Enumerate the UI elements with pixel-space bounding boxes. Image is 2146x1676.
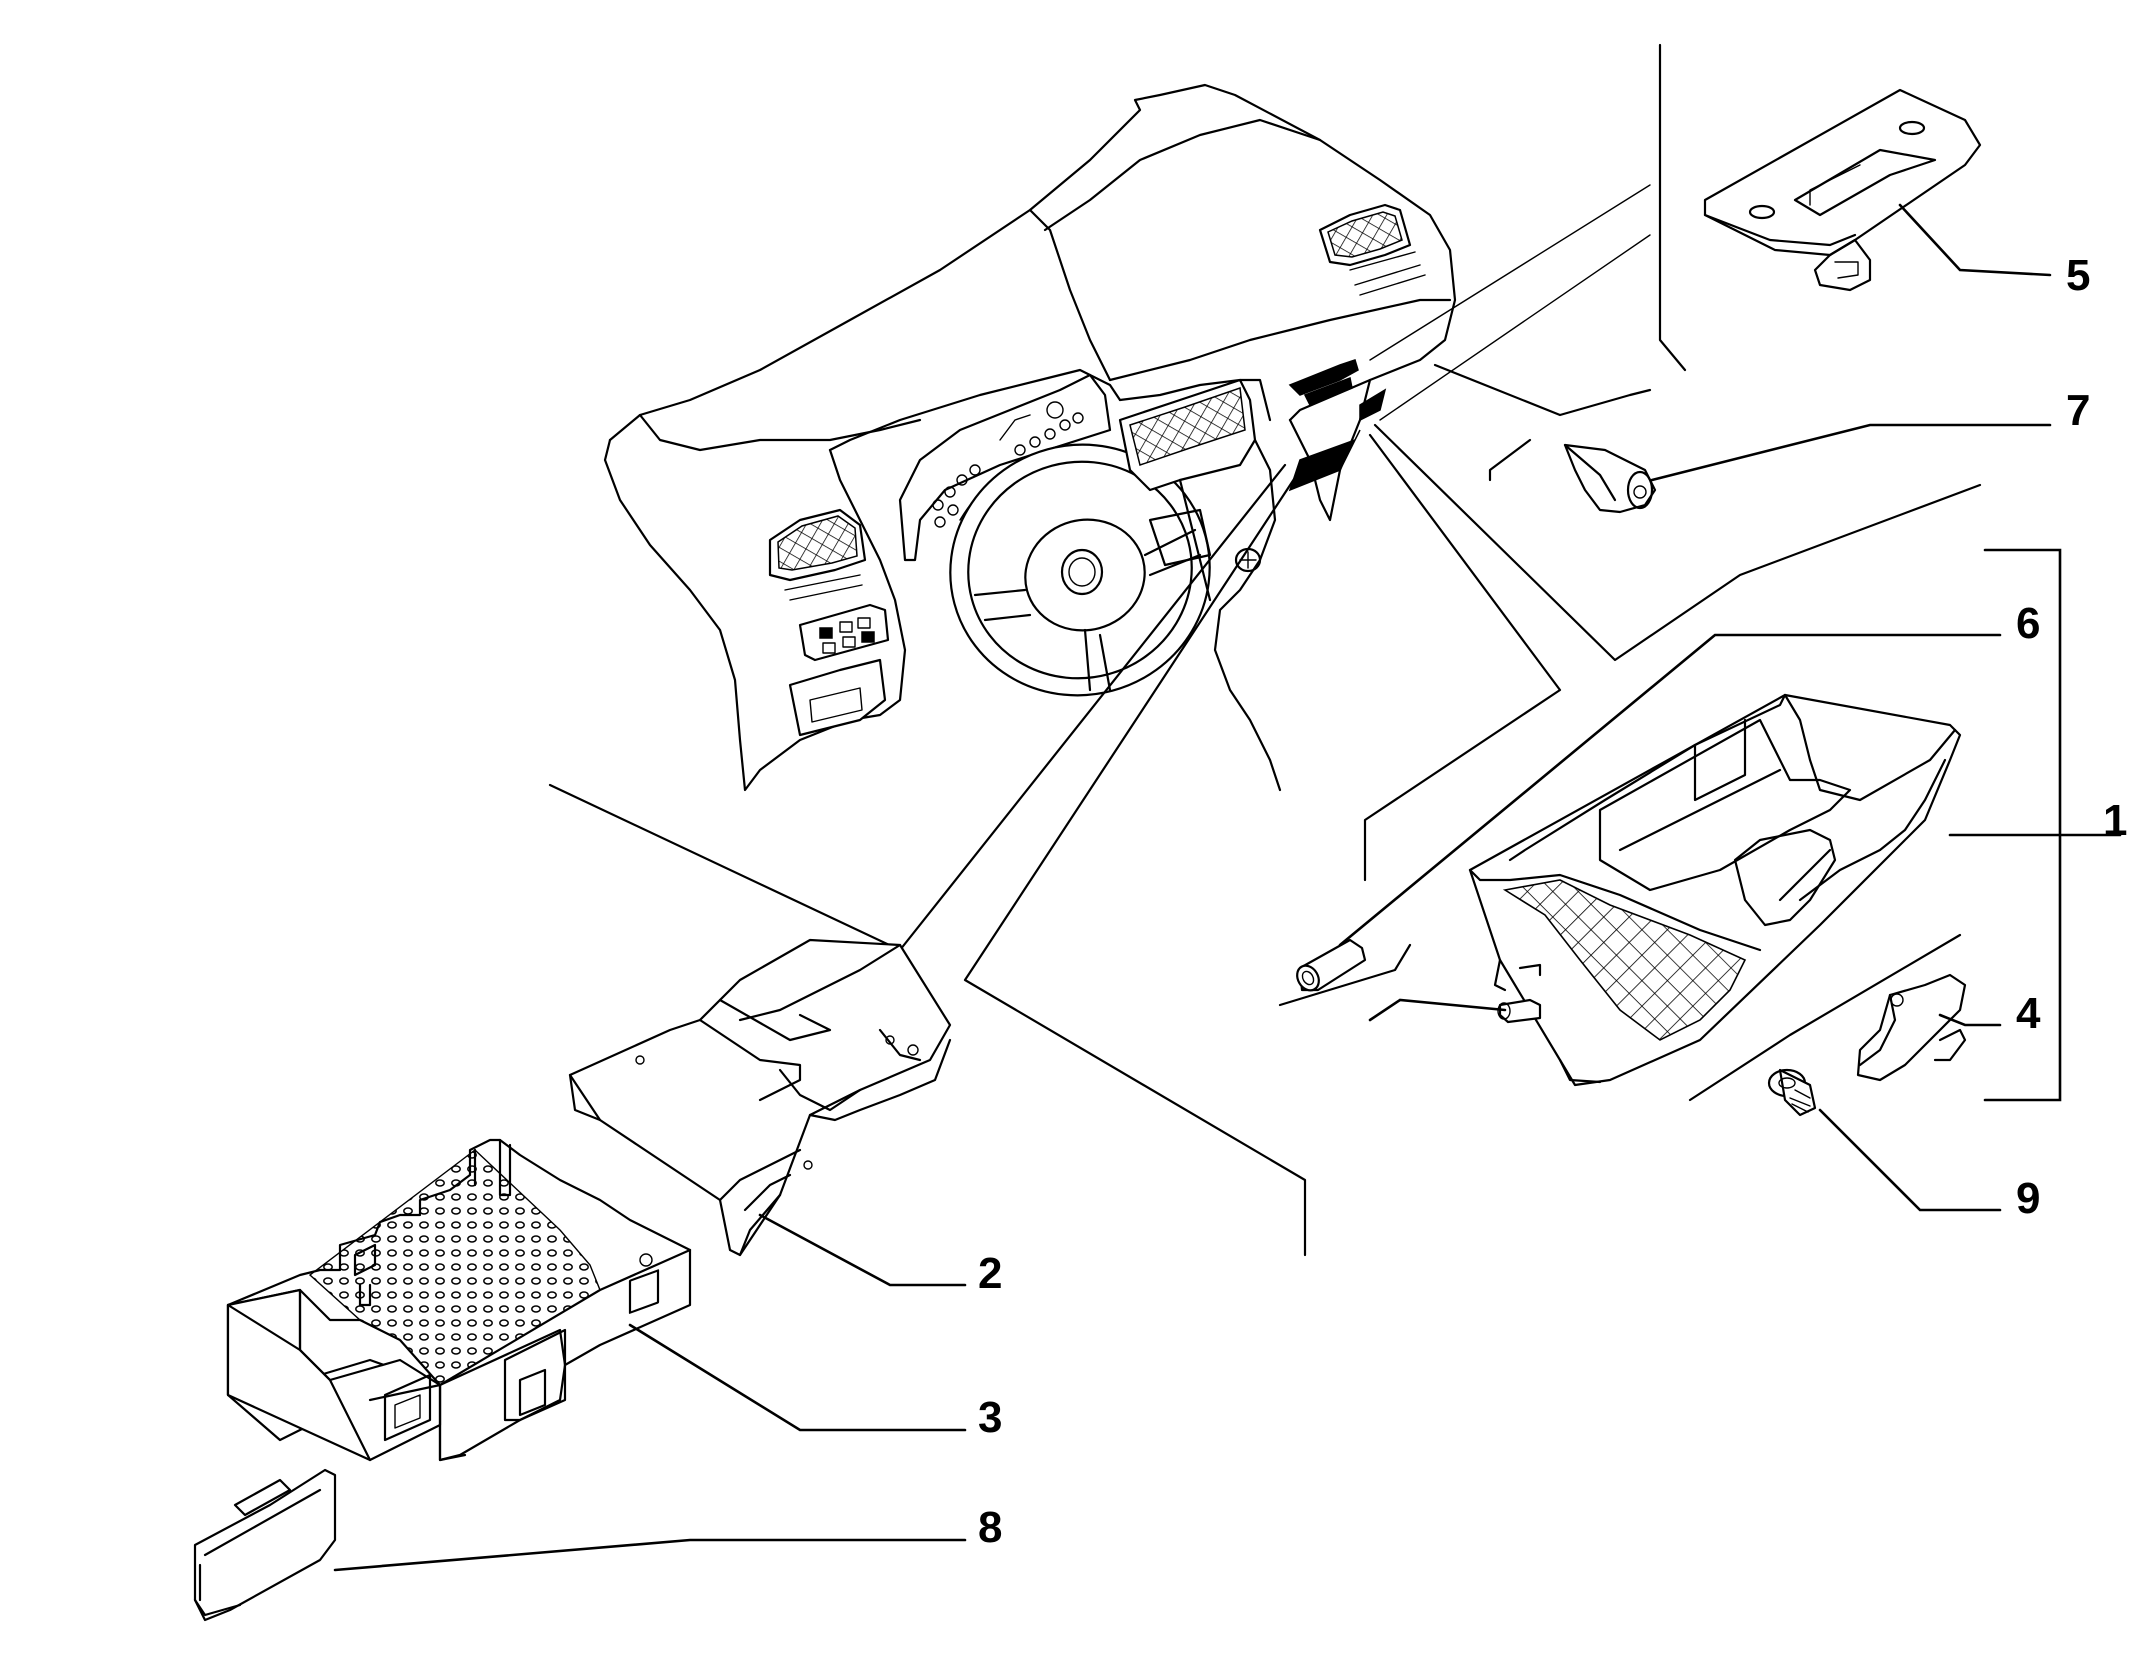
part-3-storage-tray	[226, 1138, 692, 1462]
part-6-pin	[1296, 938, 1367, 992]
part-9-screw	[1767, 1068, 1817, 1117]
leader-lines	[333, 203, 2122, 1572]
callout-8: 8	[978, 1503, 1002, 1552]
part-2-air-duct	[568, 938, 952, 1257]
callout-labels: 5 7 6 1 4 9 2 3 8	[978, 251, 2127, 1552]
callout-1: 1	[2103, 796, 2127, 845]
part-7-rubber-bumper	[1563, 443, 1657, 514]
part-5-striker-bracket	[1703, 88, 1982, 292]
callout-5: 5	[2066, 251, 2090, 300]
dashboard-illustration	[603, 83, 1457, 792]
part-4-latch	[1856, 973, 1967, 1082]
steering-wheel	[949, 443, 1211, 697]
callout-9: 9	[2016, 1174, 2040, 1223]
part-8-cover-plate	[193, 1468, 337, 1622]
part-1-glovebox-lid	[1468, 693, 1962, 1087]
callout-6: 6	[2016, 599, 2040, 648]
callout-2: 2	[978, 1249, 1002, 1298]
callout-7: 7	[2066, 386, 2090, 435]
callout-4: 4	[2016, 989, 2041, 1038]
callout-3: 3	[978, 1393, 1002, 1442]
